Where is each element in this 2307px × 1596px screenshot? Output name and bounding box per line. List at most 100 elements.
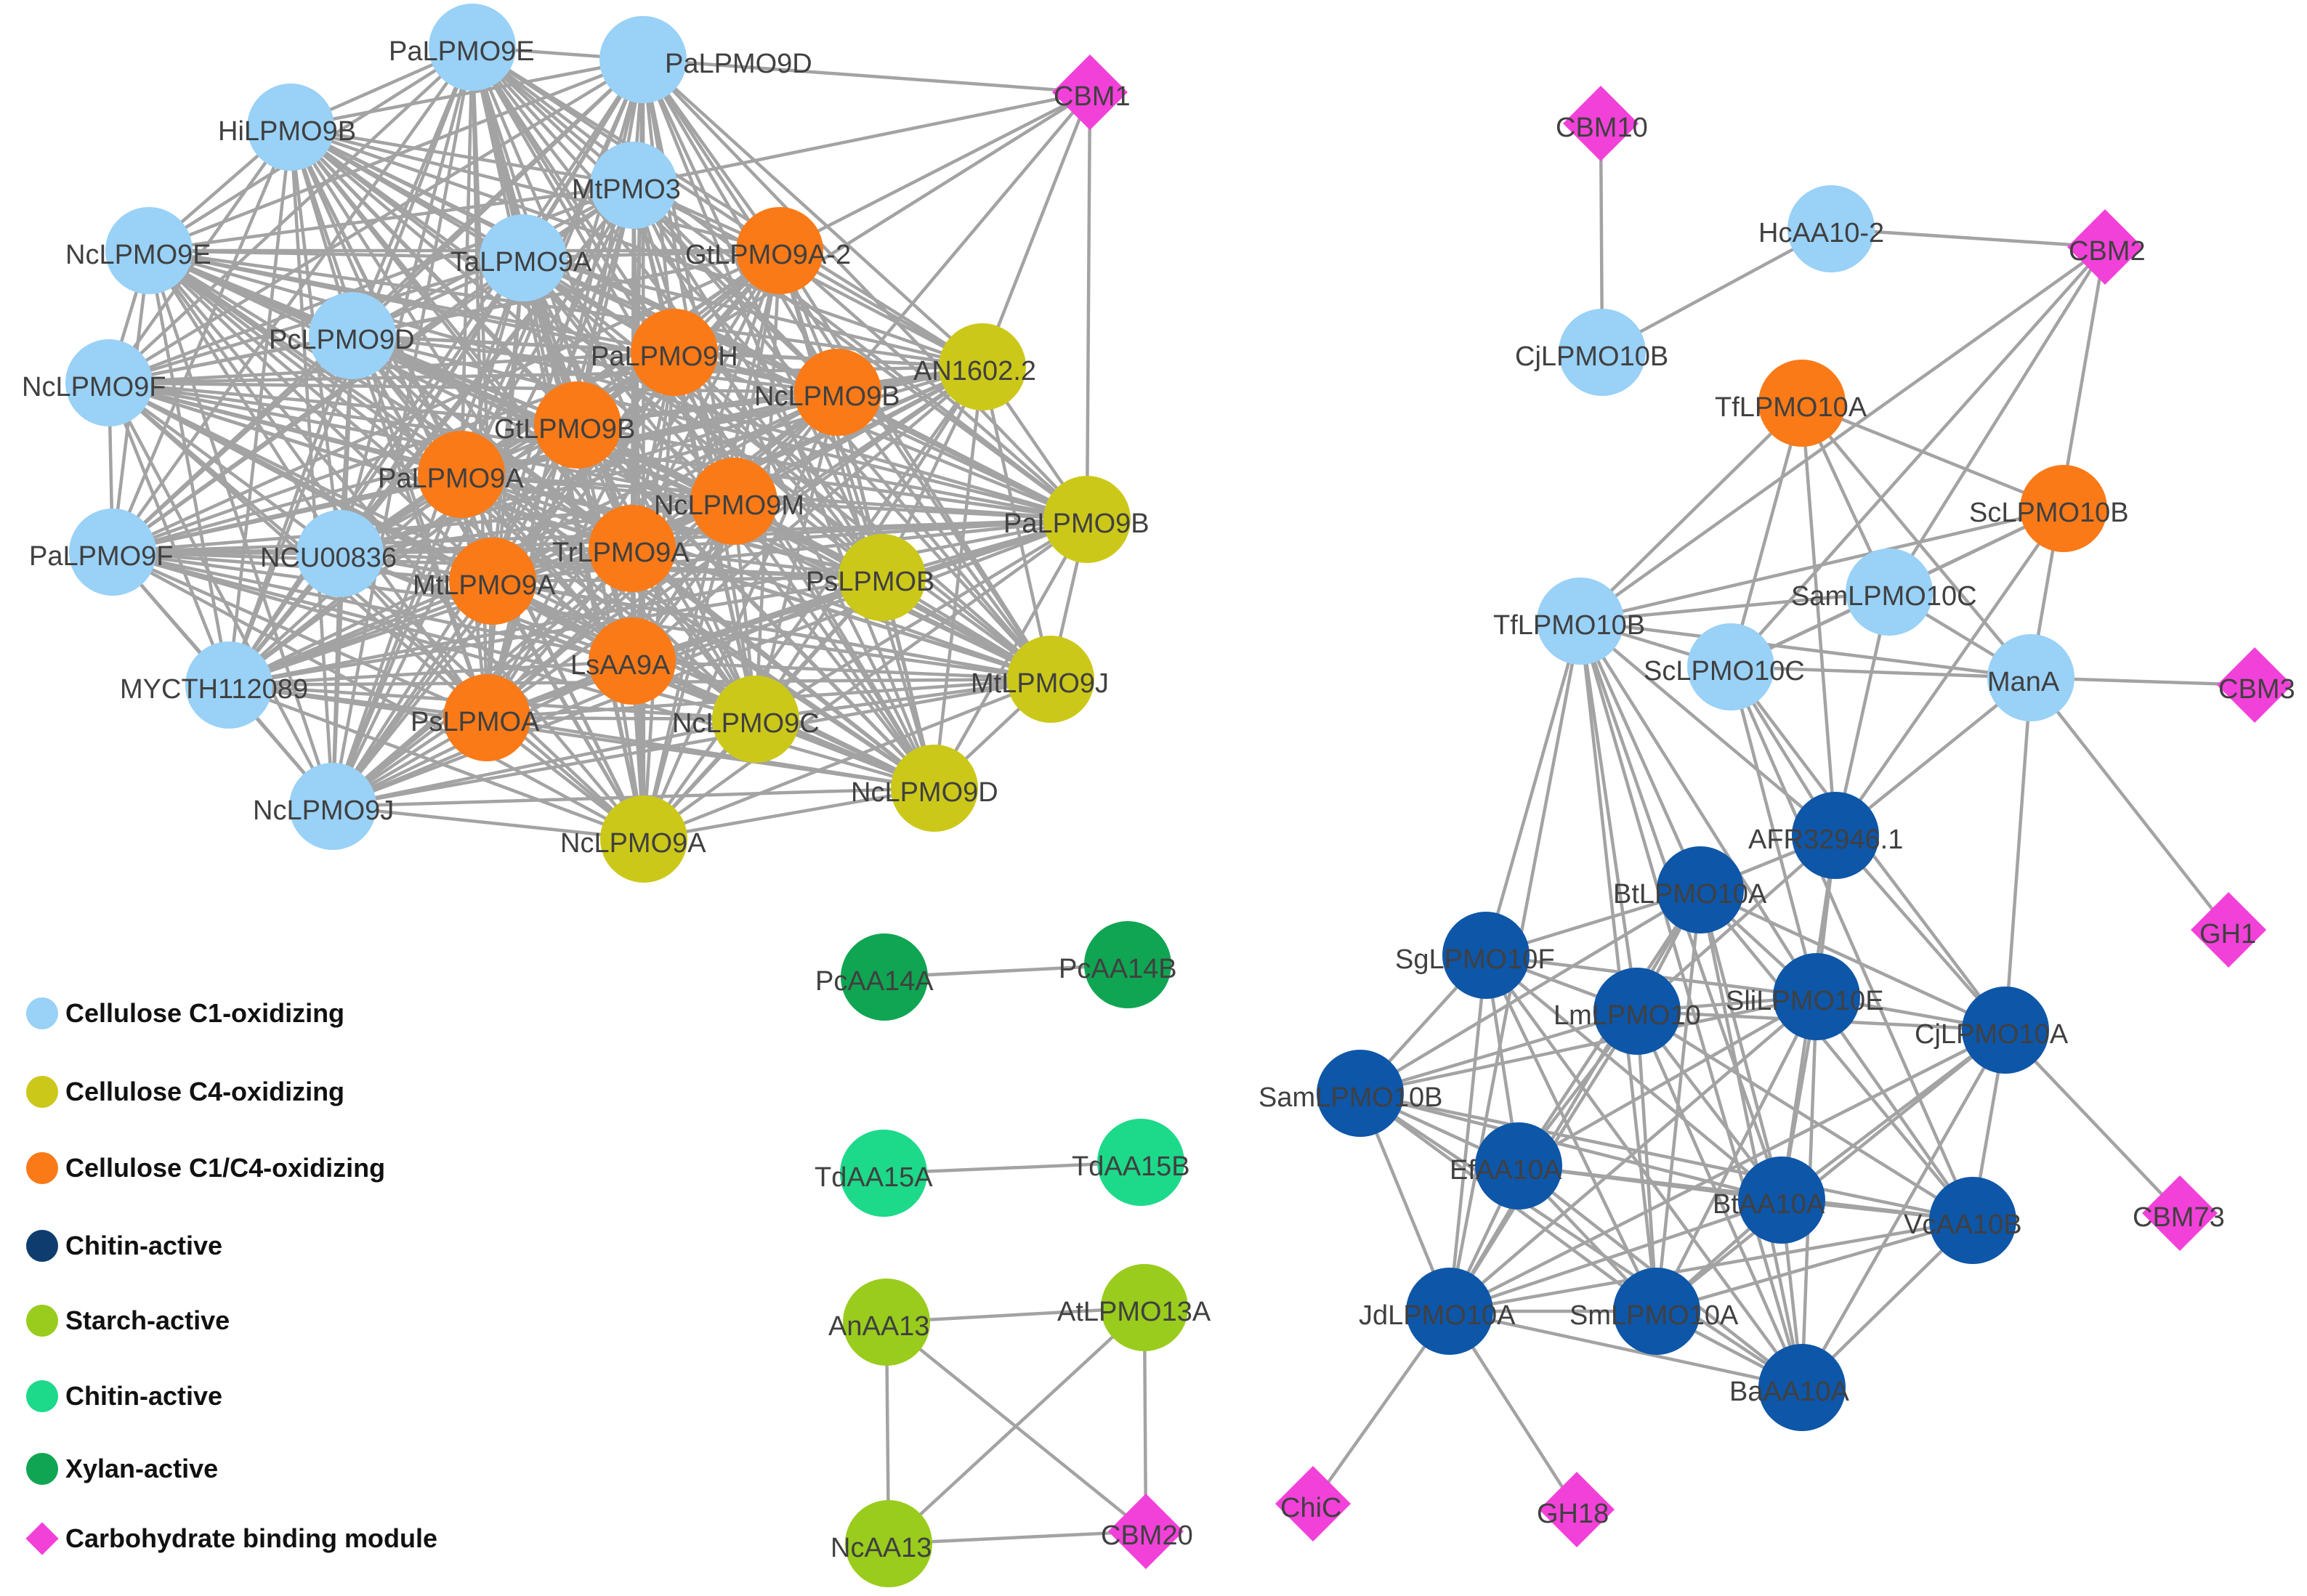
edge-mana-cjlpmo10a [2003,677,2033,1031]
edge-mtlpmo9a-mtlpmo9j [492,579,1051,681]
edge-an1602-2-mtlpmo9j [980,366,1053,680]
edge-tflpmo10b-afr32946-1 [1579,620,1837,837]
edge-mtlpmo9j-nclpmo9a [643,677,1051,841]
edge-palpmo9h-pslpmob [673,351,884,579]
edge-tflpmo10a-sclpmo10c [1729,402,1804,668]
edge-palpmo9d-hilpmo9b [290,57,644,129]
edge-lmlpmo10-samlpmo10b [1359,1009,1638,1095]
legend-item-8: Carbohydrate binding module [25,1517,437,1560]
node-palpmo9h [631,309,718,396]
legend-item-7: Xylan-active [26,1447,218,1491]
edge-palpmo9h-nclpmo9d [673,351,936,790]
edge-nclpmo9f-gtlpmo9b [108,381,578,427]
edge-an1602-2-nclpmo9d [932,366,985,789]
node-talpmo9a [480,214,567,301]
edge-nclpmo9m-pslpmoa [485,500,735,719]
node-label-tdaa15b: TdAA15B [1072,1151,1190,1182]
node-sglpmo10f [1442,912,1530,999]
node-ncu00836 [296,510,384,597]
edge-nclpmo9e-mycth112089 [147,250,231,686]
node-label-btlpmo10a: BtLPMO10A [1613,879,1767,910]
edge-hilpmo9b-palpmo9f [110,126,293,553]
node-label-palpmo9a: PaLPMO9A [378,463,524,494]
node-label-palpmo9e: PaLPMO9E [389,36,535,67]
edge-palpmo9b-cbm1 [1085,92,1092,520]
edge-pslpmoa-nclpmo9d [486,716,935,790]
node-label-pcaa14a: PcAA14A [815,966,934,997]
edge-cbm2-sclpmo10c [1729,246,2106,668]
node-samlpmo10b [1317,1050,1404,1137]
legend-swatch-8 [25,1522,59,1555]
node-label-nclpmo9d: NcLPMO9D [851,777,998,808]
node-palpmo9d [599,16,687,103]
node-mtpmo3 [590,142,677,229]
node-label-palpmo9b: PaLPMO9B [1003,509,1150,539]
edge-gtlpmo9a-2-palpmo9b [778,249,1088,521]
edge-palpmo9h-palpmo9b [674,350,1088,522]
node-nclpmo9m [690,458,777,545]
node-vcaa10b [1929,1177,2016,1264]
node-cbm1 [1052,54,1128,130]
edge-palpmo9f-gtlpmo9a-2 [112,248,780,554]
node-label-cbm1: CBM1 [1054,81,1131,112]
node-label-jdlpmo10a: JdLPMO10A [1359,1300,1516,1331]
node-label-mtlpmo9a: MtLPMO9A [413,570,556,601]
edge-tflpmo10b-lmlpmo10 [1578,620,1639,1012]
node-label-pcaa14b: PcAA14B [1059,954,1177,984]
edge-palpmo9h-pslpmoa [485,351,676,719]
node-label-hcaa10-2: HcAA10-2 [1758,218,1884,248]
node-label-palpmo9h: PaLPMO9H [591,341,738,372]
edge-palpmo9d-palpmo9b [642,58,1088,521]
edge-sclpmo10c-mana [1730,665,2032,680]
node-label-cbm3: CBM3 [2218,674,2295,705]
edge-mtpmo3-nclpmo9e [148,183,634,253]
node-pcaa14a [841,933,928,1021]
node-label-mycth112089: MYCTH112089 [120,674,308,705]
edge-mtlpmo9a-nclpmo9a [491,580,645,840]
node-trlpmo9a [589,505,676,592]
node-btlpmo10a [1657,846,1744,933]
node-mtlpmo9a [449,538,536,625]
edge-tflpmo10b-mana [1580,619,2032,680]
edge-hcaa10-2-cbm2 [1830,227,2106,249]
edge-trlpmo9a-an1602-2 [631,365,984,550]
node-label-afr32946-1: AFR32946.1 [1748,825,1903,855]
node-palpmo9b [1043,476,1131,563]
node-mycth112089 [185,641,272,729]
legend-swatch-3 [26,1152,58,1184]
node-palpmo9e [429,4,516,91]
node-palpmo9f [69,509,156,596]
legend-label-4: Chitin-active [65,1231,223,1260]
edge-lsaa9a-an1602-2 [631,365,984,663]
node-label-baaa10a: BaAA10A [1729,1377,1849,1407]
node-label-talpmo9a: TaLPMO9A [451,247,592,278]
edge-btlpmo10a-jdlpmo10a [1448,888,1702,1313]
edge-btlpmo10a-btaa10a [1698,889,1784,1201]
edge-nclpmo9d-nclpmo9a [643,786,935,841]
legend-swatch-2 [26,1076,58,1108]
legend-label-3: Cellulose C1/C4-oxidizing [65,1153,386,1183]
node-pcaa14b [1084,921,1171,1008]
node-jdlpmo10a [1406,1268,1493,1355]
node-afr32946-1 [1792,792,1879,879]
edge-slilpmo10e-samlpmo10b [1359,995,1817,1095]
edge-palpmo9f-nclpmo9d [112,550,935,790]
node-label-sclpmo10c: ScLPMO10C [1644,656,1805,686]
edge-btlpmo10a-cjlpmo10a [1700,888,2006,1032]
edge-talpmo9a-palpmo9f [111,256,525,554]
edge-samlpmo10b-baaa10a [1359,1092,1803,1389]
node-label-nclpmo9a: NcLPMO9A [560,828,706,859]
edge-tflpmo10a-mana [1801,402,2032,679]
legend-item-6: Chitin-active [26,1374,222,1418]
edge-slilpmo10e-smlpmo10a [1655,995,1819,1313]
edge-cbm2-samlpmo10c [1888,246,2106,594]
node-label-ncaa13: NcAA13 [831,1533,932,1563]
edge-gtlpmo9a-2-palpmo9a [460,249,781,476]
node-label-nclpmo9b: NcLPMO9B [754,381,900,412]
node-nclpmo9a [600,795,687,883]
node-label-tflpmo10a: TfLPMO10A [1715,392,1867,423]
node-palpmo9a [418,431,505,518]
edge-palpmo9e-palpmo9f [111,46,474,554]
node-smlpmo10a [1613,1268,1700,1355]
